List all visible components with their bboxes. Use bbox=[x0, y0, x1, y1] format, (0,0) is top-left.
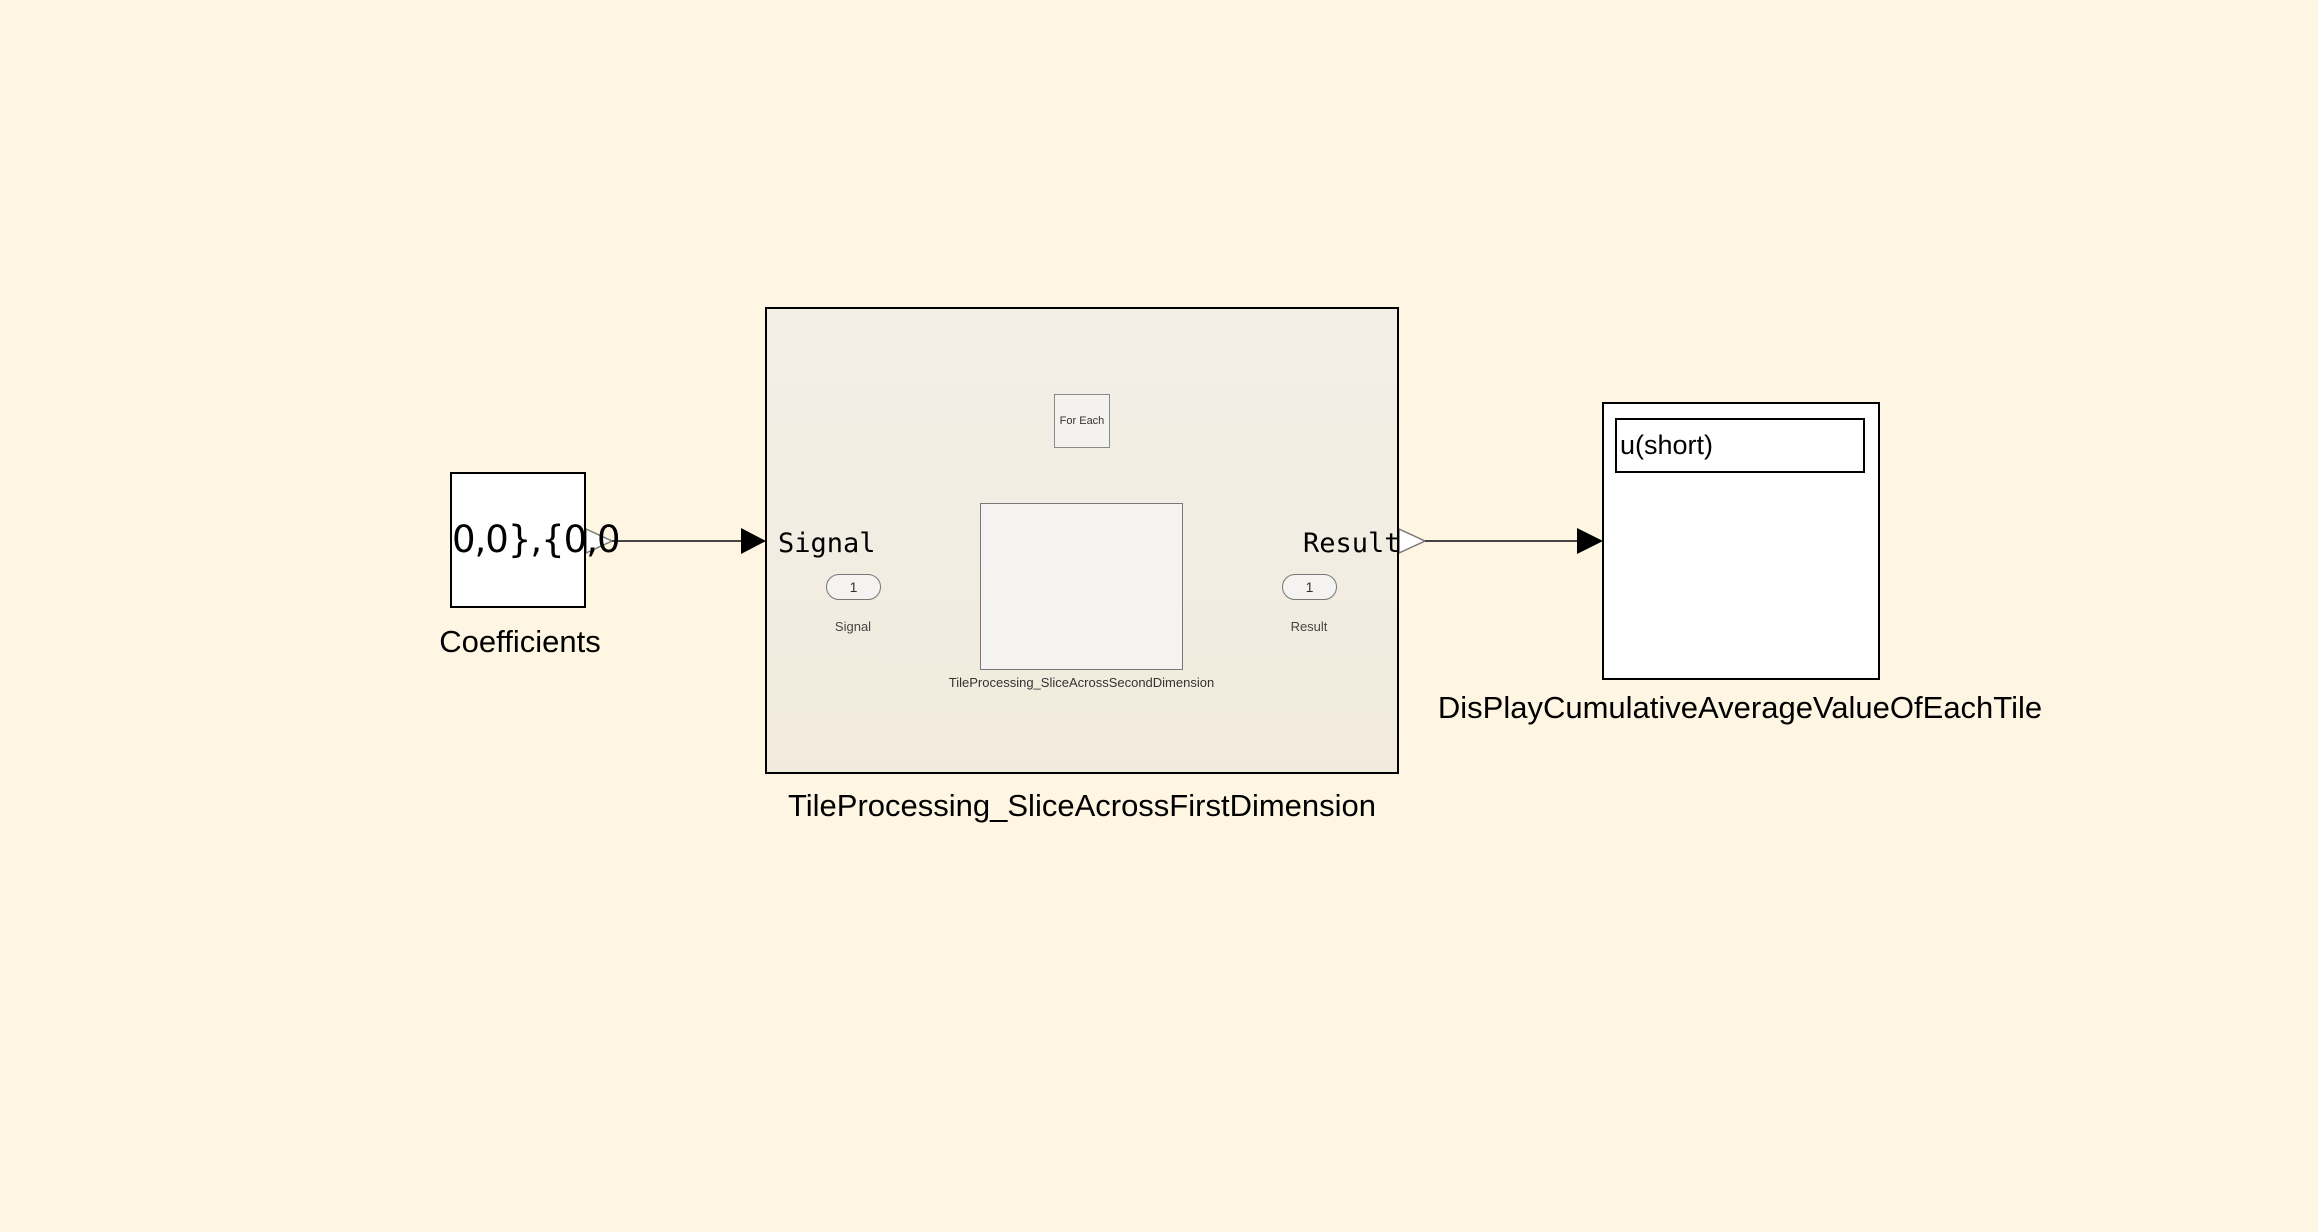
subsystem-label[interactable]: TileProcessing_SliceAcrossFirstDimension bbox=[787, 788, 1377, 823]
subsystem-input-arrow bbox=[741, 528, 766, 554]
inner-subsystem-block[interactable] bbox=[980, 503, 1183, 670]
coefficients-output-port[interactable] bbox=[585, 527, 614, 555]
coefficients-label[interactable]: Coefficients bbox=[439, 624, 601, 659]
inner-subsystem-label: TileProcessing_SliceAcrossSecondDimensio… bbox=[948, 675, 1215, 690]
inner-outport-block[interactable]: 1 bbox=[1282, 574, 1337, 600]
inner-outport-label: Result bbox=[1290, 619, 1328, 634]
for-each-block[interactable]: For Each bbox=[1054, 394, 1110, 448]
coefficients-constant-block[interactable]: 0,0},{0,0 bbox=[450, 472, 621, 608]
display-value: u(short) bbox=[1615, 418, 1865, 473]
subsystem-output-port[interactable] bbox=[1398, 527, 1427, 555]
display-label[interactable]: DisPlayCumulativeAverageValueOfEachTile bbox=[1437, 690, 2043, 725]
subsystem-input-port-label: Signal bbox=[778, 528, 876, 559]
display-input-arrow bbox=[1577, 528, 1603, 554]
inner-inport-block[interactable]: 1 bbox=[826, 574, 881, 600]
inner-inport-label: Signal bbox=[834, 619, 872, 634]
coefficients-value: 0,0},{0,0 bbox=[452, 518, 621, 561]
subsystem-output-port-label: Result bbox=[1303, 528, 1401, 559]
